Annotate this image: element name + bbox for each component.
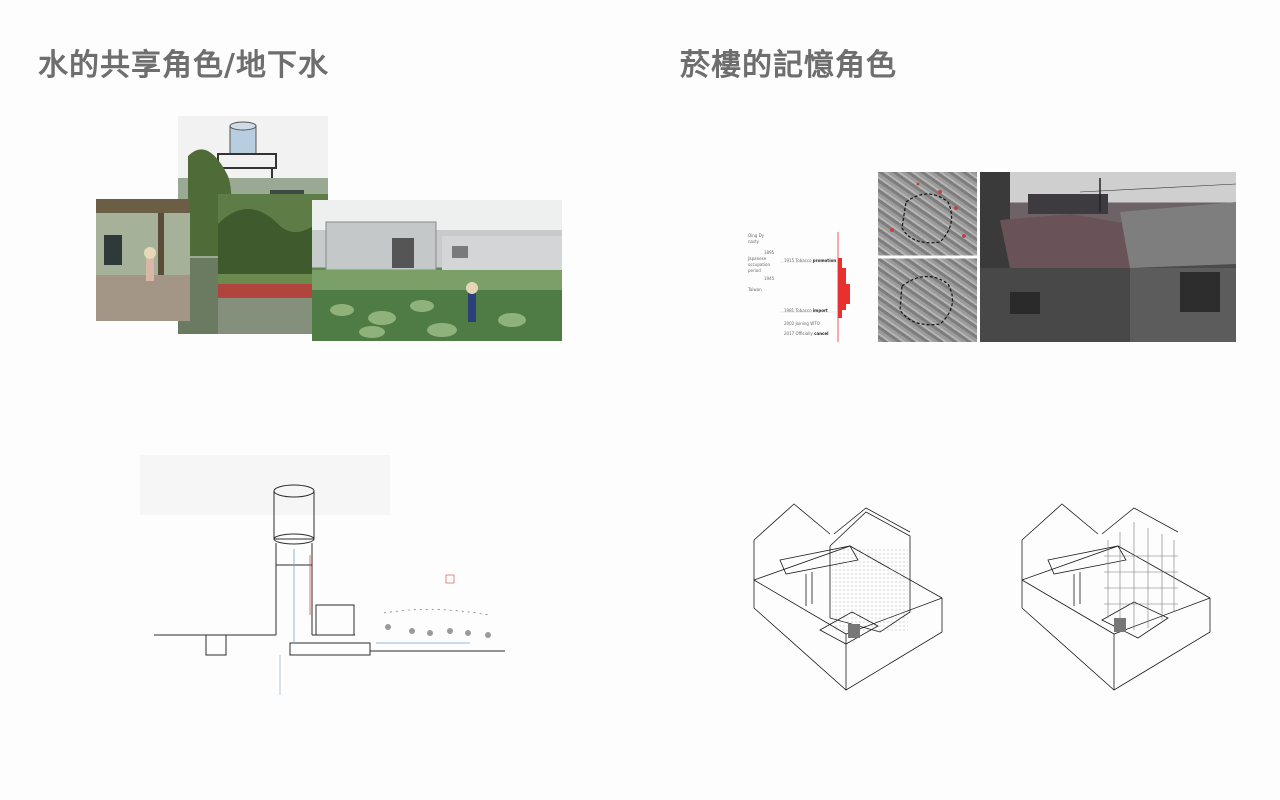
timeline-year-1895: 1895 (764, 250, 775, 255)
photo-vegetable-field (312, 200, 562, 341)
timeline-event-year: 1915 (784, 258, 795, 263)
timeline-event-text: Joining WTO (795, 321, 820, 326)
tobacco-timeline: Qing Dy nasty 1895 Japanese occupation p… (740, 230, 870, 350)
sketch-water-tower-section (140, 455, 510, 700)
axonometric-tobacco-house-current (750, 500, 960, 695)
timeline-event-emphasis: cancel (814, 331, 829, 336)
timeline-event-year: 1981 (784, 308, 795, 313)
timeline-graph (780, 232, 850, 342)
timeline-event-emphasis: promotion (812, 258, 837, 263)
timeline-event-text: Officially (795, 331, 813, 336)
timeline-event-wto: 2002 Joining WTO (784, 322, 820, 326)
timeline-event-year: 2017 (784, 331, 795, 336)
timeline-text-taiwan: Taiwan (748, 287, 762, 292)
timeline-text-qing1: Qing Dy (748, 233, 765, 238)
timeline-event-import: 1981 Tobacco import (784, 309, 828, 313)
timeline-text-period: period (748, 268, 761, 273)
photo-garden-plot (218, 194, 328, 334)
photo-old-tobacco-house (980, 172, 1236, 342)
photo-house-front (96, 199, 190, 321)
timeline-event-year: 2002 (784, 321, 795, 326)
timeline-text-qing2: nasty (748, 239, 760, 244)
panel-title-tobacco-house: 菸樓的記憶角色 (680, 48, 897, 83)
production-area-shape (838, 258, 850, 318)
timeline-text-occupation: occupation (748, 262, 771, 267)
timeline-text-japanese: Japanese (748, 256, 767, 261)
timeline-event-text: Tobacco (795, 258, 812, 263)
timeline-event-emphasis: import (812, 308, 828, 313)
photo-aerial-map (878, 172, 977, 342)
timeline-year-1945: 1945 (764, 276, 775, 281)
axonometric-tobacco-house-renewed (1018, 500, 1228, 695)
panel-title-water: 水的共享角色/地下水 (38, 48, 329, 83)
timeline-event-promotion: 1915 Tobacco promotion (784, 259, 836, 263)
timeline-event-cancel: 2017 Officially cancel (784, 332, 829, 336)
timeline-event-text: Tobacco (795, 308, 812, 313)
